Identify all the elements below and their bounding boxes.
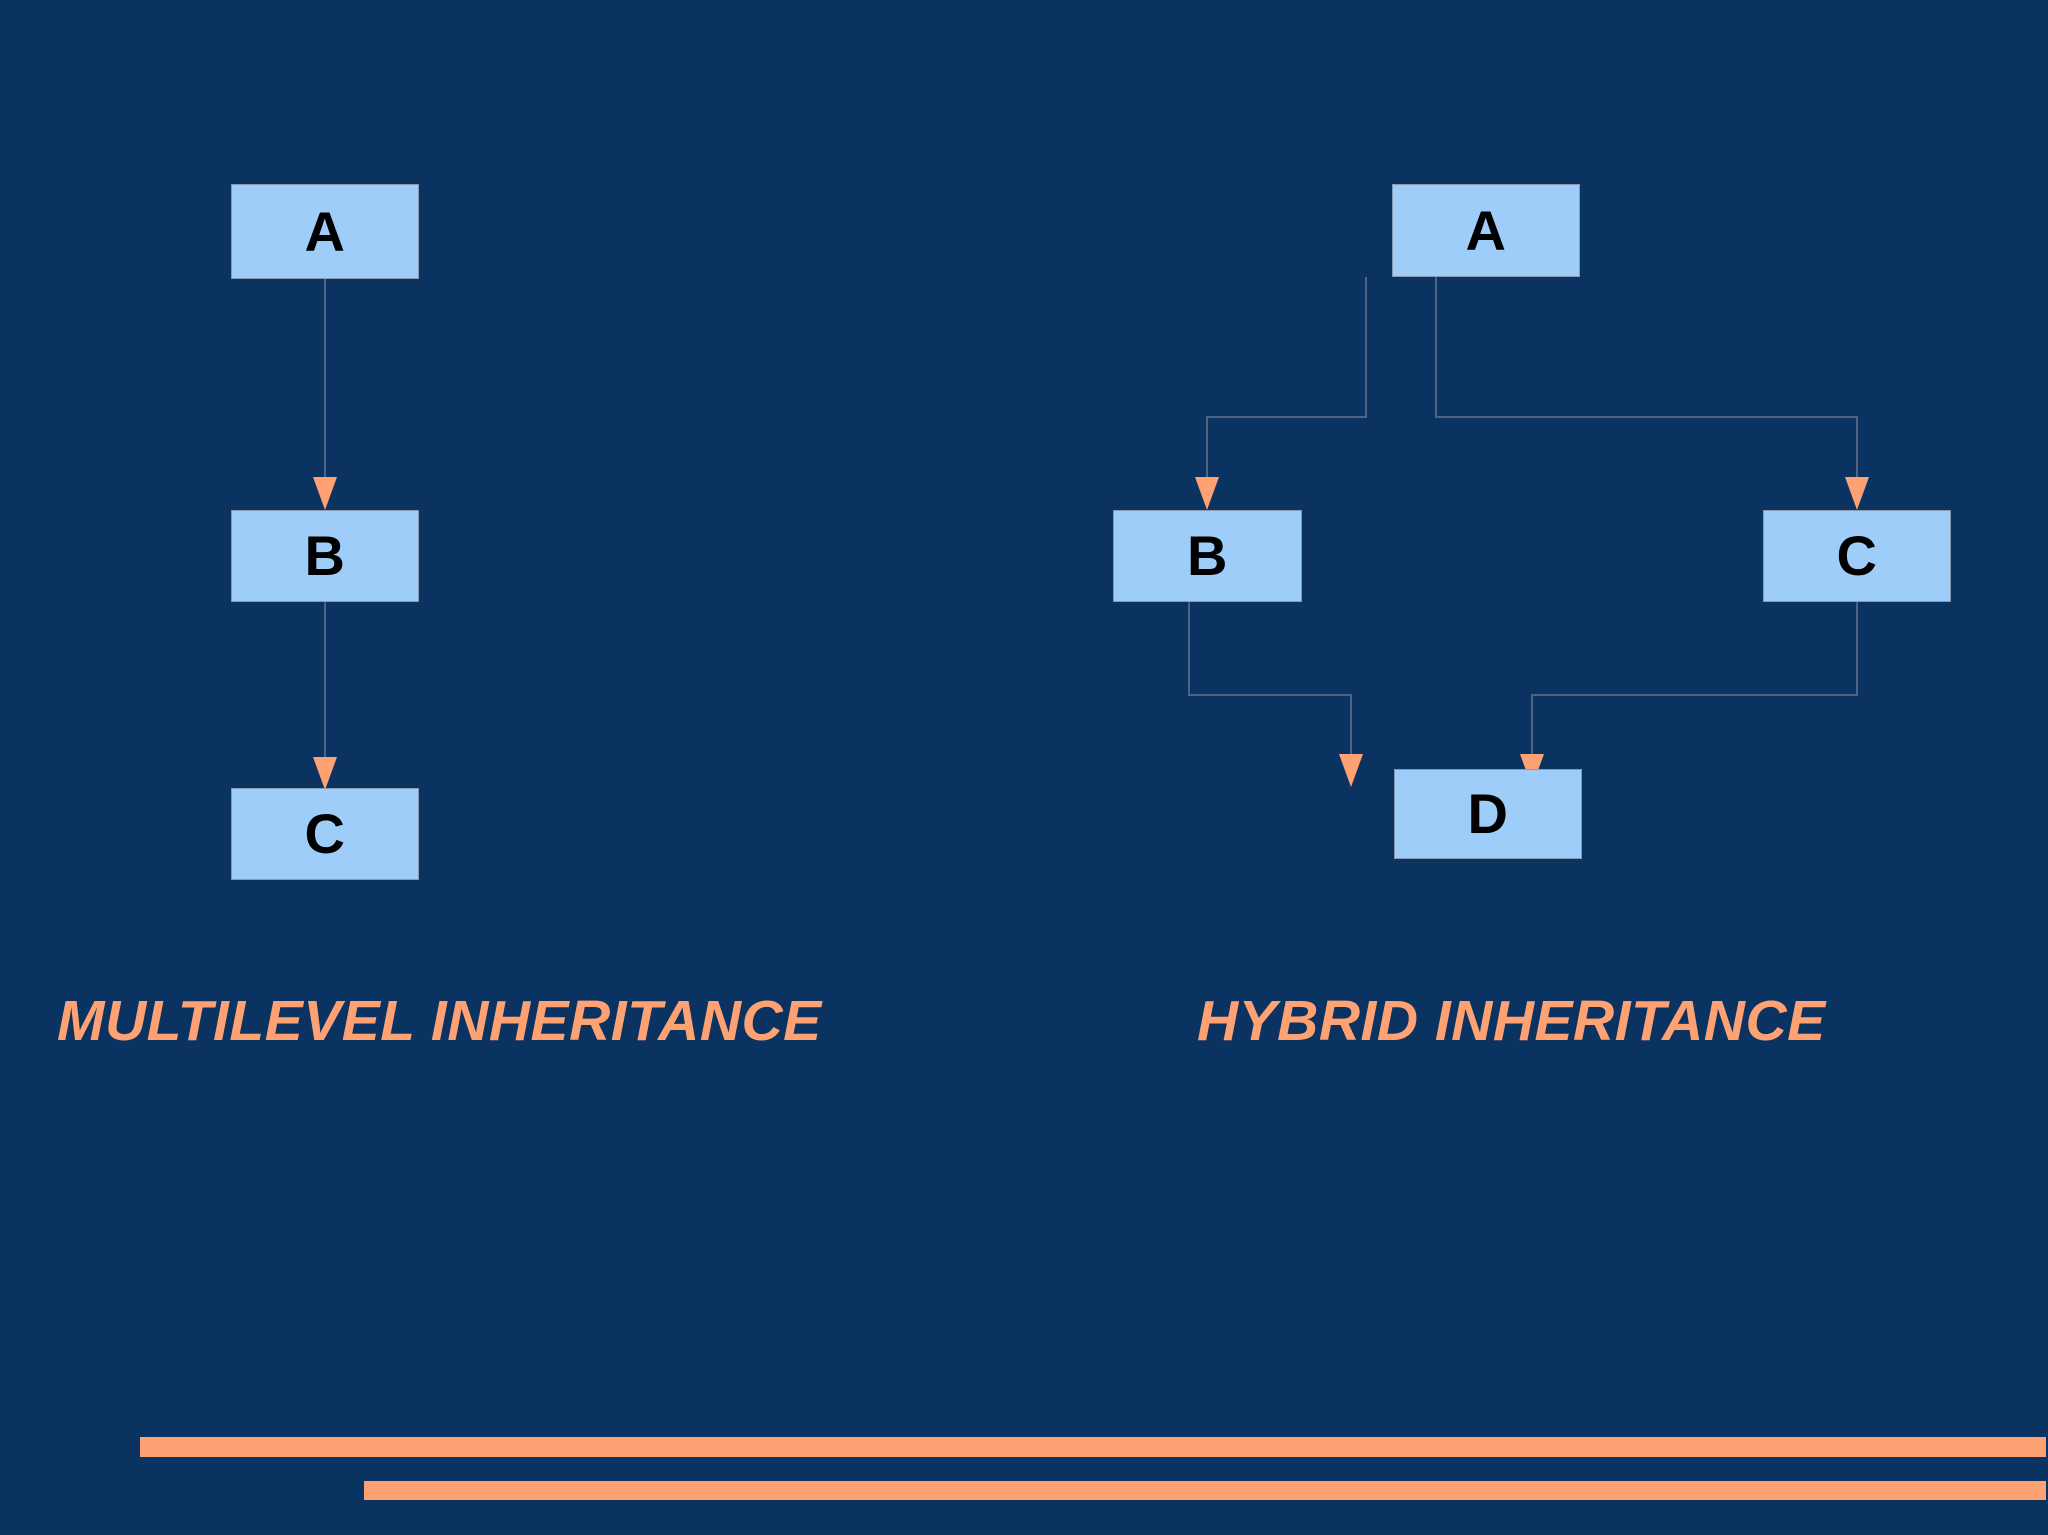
connector-c-to-d-horizontal bbox=[1531, 694, 1858, 696]
arrowhead-b-to-c bbox=[313, 757, 337, 790]
connector-a-to-b-vertical-top bbox=[1365, 277, 1367, 418]
arrowhead-a-to-c bbox=[1845, 477, 1869, 510]
arrowhead-a-to-b bbox=[1195, 477, 1219, 510]
connector-b-to-d-horizontal bbox=[1188, 694, 1352, 696]
caption-hybrid-inheritance: HYBRID INHERITANCE bbox=[1197, 989, 1826, 1053]
connector-c-to-d-vertical-top bbox=[1856, 602, 1858, 695]
node-hybrid-b[interactable]: B bbox=[1113, 510, 1302, 602]
node-hybrid-a[interactable]: A bbox=[1392, 184, 1580, 277]
node-hybrid-d[interactable]: D bbox=[1394, 769, 1582, 859]
node-hybrid-c[interactable]: C bbox=[1763, 510, 1951, 602]
connector-a-to-b-vertical-bottom bbox=[1206, 416, 1208, 482]
connector-b-to-d-vertical-top bbox=[1188, 602, 1190, 695]
connector-a-to-b-horizontal bbox=[1206, 416, 1367, 418]
footer-bar-upper bbox=[140, 1437, 2046, 1457]
connector-b-to-d-vertical-bottom bbox=[1350, 694, 1352, 757]
connector-c-to-d-vertical-bottom bbox=[1531, 694, 1533, 757]
caption-multilevel-inheritance: MULTILEVEL INHERITANCE bbox=[57, 989, 822, 1053]
connector-a-to-c-vertical-bottom bbox=[1856, 416, 1858, 482]
node-multilevel-b[interactable]: B bbox=[231, 510, 419, 602]
node-multilevel-a[interactable]: A bbox=[231, 184, 419, 279]
arrowhead-a-to-b bbox=[313, 477, 337, 510]
node-multilevel-c[interactable]: C bbox=[231, 788, 419, 880]
footer-bar-lower bbox=[364, 1481, 2046, 1500]
connector-a-to-c-horizontal bbox=[1435, 416, 1858, 418]
connector-a-to-c-vertical-top bbox=[1435, 277, 1437, 418]
connector-a-to-b bbox=[324, 279, 326, 479]
connector-b-to-c bbox=[324, 602, 326, 760]
arrowhead-b-to-d bbox=[1339, 754, 1363, 787]
